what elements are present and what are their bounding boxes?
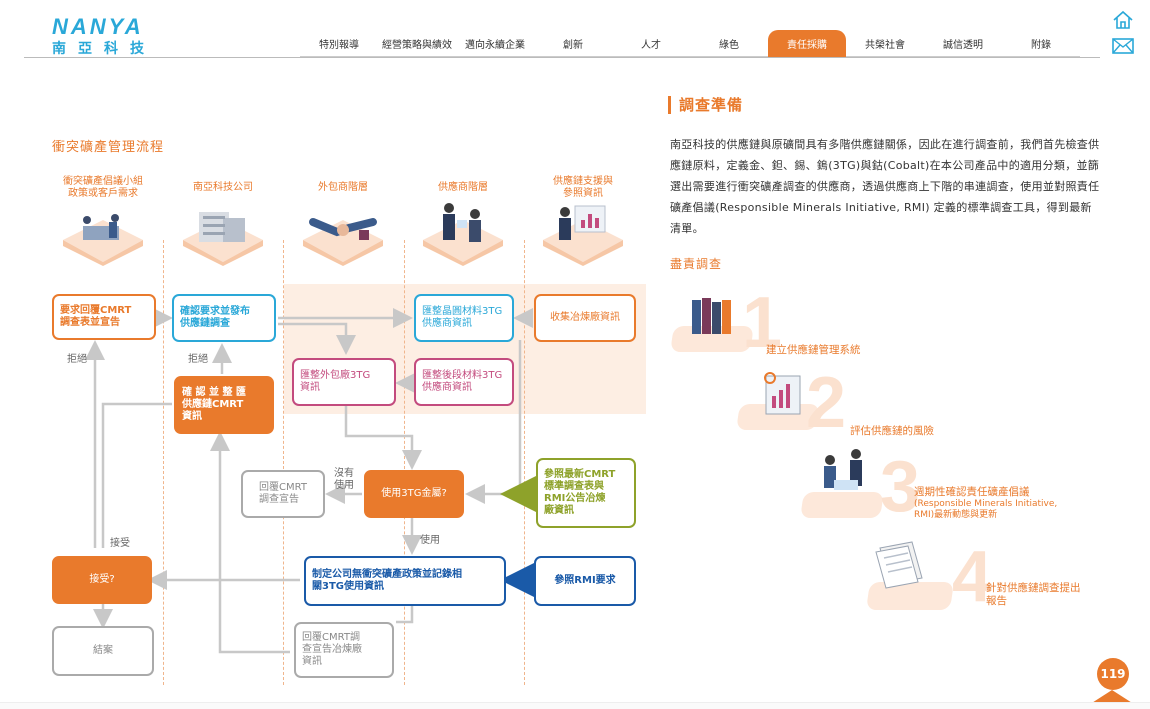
lane-head-support: 供應鏈支援與 參照資訊 <box>553 176 613 199</box>
nav-sustainability[interactable]: 邁向永續企業 <box>456 30 534 58</box>
box-request-cmrt: 要求回覆CMRT 調查表並宣告 <box>52 294 156 340</box>
step-label-3: 週期性確認責任礦產倡議 (Responsible Minerals Initia… <box>914 486 1057 521</box>
page-number: 119 <box>1097 658 1129 690</box>
handshake-illustration <box>303 218 383 266</box>
intro-paragraph: 南亞科技的供應鏈與原礦間具有多階供應鏈關係，因此在進行調查前，我們首先檢查供應鏈… <box>670 138 1100 235</box>
nav-strategy[interactable]: 經營策略與績效 <box>378 30 456 58</box>
nav-talent[interactable]: 人才 <box>612 30 690 58</box>
box-reply-cmrt: 回覆CMRT 調查宣告 <box>241 470 325 518</box>
box-collect-smelter: 收集冶煉廠資訊 <box>534 294 636 342</box>
logo-mark: NANYA <box>52 14 144 39</box>
step-label-3-note: (Responsible Minerals Initiative, RMI)最新… <box>914 499 1058 520</box>
lane-divider <box>163 240 164 685</box>
box-reply-cmrt-smelter: 回覆CMRT調 查宣告冶煉廠 資訊 <box>294 622 394 678</box>
nav-green[interactable]: 綠色 <box>690 30 768 58</box>
box-close: 結案 <box>52 626 154 676</box>
box-ref-cmrt: 參照最新CMRT 標準調查表與 RMI公告冶煉 廠資訊 <box>536 458 636 528</box>
step-label-1: 建立供應鏈管理系統 <box>766 344 861 356</box>
home-icon[interactable] <box>1112 10 1134 30</box>
label-not-used: 沒有 使用 <box>334 468 354 491</box>
step-label-4: 針對供應鏈調查提出 報告 <box>986 582 1081 607</box>
box-policy: 制定公司無衝突礦產政策並記錄相 關3TG使用資訊 <box>304 556 506 606</box>
label-reject-1: 拒絕 <box>67 354 87 365</box>
people-illustration <box>423 203 503 266</box>
label-reject-2: 拒絕 <box>188 354 208 365</box>
step-number-1: 1 <box>742 283 783 363</box>
meeting-illustration <box>63 214 143 266</box>
binders-icon <box>692 298 731 334</box>
lane-divider <box>524 240 525 685</box>
label-accepted: 接受 <box>110 538 130 549</box>
step-number-2: 2 <box>806 363 847 443</box>
nav-society[interactable]: 共榮社會 <box>846 30 924 58</box>
lane-divider <box>283 240 284 685</box>
presenter-illustration <box>543 205 623 266</box>
step-label-3-main: 週期性確認責任礦產倡議 <box>914 486 1030 498</box>
nav-appendix[interactable]: 附錄 <box>1002 30 1080 58</box>
mail-icon[interactable] <box>1112 38 1134 54</box>
box-confirm-compile: 確 認 並 整 匯 供應鏈CMRT 資訊 <box>174 376 274 434</box>
documents-icon <box>875 541 923 589</box>
step-number-4: 4 <box>952 537 993 617</box>
risk-report-icon <box>764 372 801 415</box>
header-icons <box>1112 10 1136 62</box>
building-illustration <box>183 212 263 266</box>
team-icon <box>824 449 862 490</box>
lane-head-outsourcer: 外包商階層 <box>318 182 368 193</box>
logo-subtitle: 南亞科技 <box>52 41 156 57</box>
nav-innovation[interactable]: 創新 <box>534 30 612 58</box>
box-ref-rmi: 參照RMI要求 <box>534 556 636 606</box>
lane-head-nanya: 南亞科技公司 <box>193 182 253 193</box>
nanya-logo[interactable]: NANYA 南亞科技 <box>52 14 172 58</box>
due-diligence-title: 盡責調查 <box>670 257 723 271</box>
box-wafer-3tg: 匯整晶圓材料3TG 供應商資訊 <box>414 294 514 342</box>
top-nav: 特別報導 經營策略與績效 邁向永續企業 創新 人才 綠色 責任採購 共榮社會 誠… <box>300 30 1080 58</box>
box-outsource-3tg: 匯整外包廠3TG 資訊 <box>292 358 396 406</box>
lane-divider <box>404 240 405 685</box>
box-use-3tg: 使用3TG金屬? <box>364 470 464 518</box>
flow-title: 衝突礦產管理流程 <box>52 140 165 155</box>
lane-head-initiative: 衝突礦產倡議小組 政策或客戶需求 <box>63 176 143 199</box>
bottom-band <box>0 702 1150 709</box>
label-used: 使用 <box>420 535 440 546</box>
section-title: 調查準備 <box>668 96 743 114</box>
step-number-3: 3 <box>880 447 921 527</box>
nav-responsible-procurement[interactable]: 責任採購 <box>768 30 846 58</box>
step-label-2: 評估供應鏈的風險 <box>850 425 934 437</box>
lane-head-supplier: 供應商階層 <box>438 182 488 193</box>
box-backend-3tg: 匯整後段材料3TG 供應商資訊 <box>414 358 514 406</box>
nav-special-report[interactable]: 特別報導 <box>300 30 378 58</box>
box-confirm-issue: 確認要求並發布 供應鏈調查 <box>172 294 276 342</box>
box-accept: 接受? <box>52 556 152 604</box>
nav-divider <box>24 57 1100 58</box>
nav-integrity[interactable]: 誠信透明 <box>924 30 1002 58</box>
